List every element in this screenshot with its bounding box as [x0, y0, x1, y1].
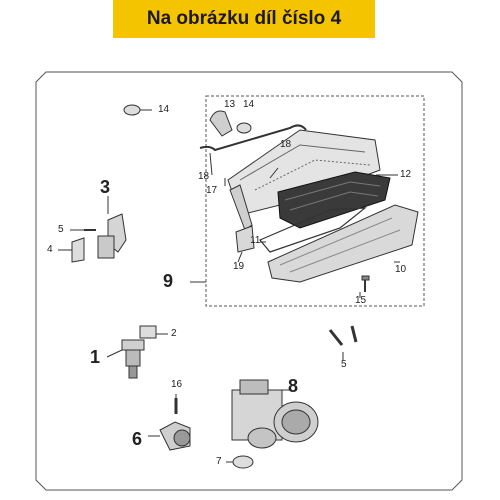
callout-2: 2: [171, 328, 177, 339]
sensor-6-icon: [159, 421, 191, 451]
clamp-14b-icon: [236, 122, 252, 134]
seal-11-icon: [259, 207, 367, 253]
callout-3: 3: [100, 177, 111, 197]
diagram-frame: [35, 71, 463, 491]
screws-5-icon: [328, 325, 358, 346]
callout-9: 9: [163, 271, 174, 291]
air-filter-icon: [277, 171, 391, 229]
callout-19: 19: [233, 261, 245, 272]
callout-6: 6: [132, 429, 143, 449]
callout-7: 7: [216, 456, 222, 467]
callout-10: 10: [395, 264, 407, 275]
callout-1: 1: [90, 347, 101, 367]
airbox-assembly-box: [205, 95, 425, 307]
callout-16: 16: [171, 379, 183, 390]
leader-lines: [58, 152, 400, 463]
bracket-4-icon: [71, 237, 85, 263]
callout-18: 18: [280, 139, 292, 150]
breather-pipe-icon: [199, 124, 307, 152]
throttle-body-8-icon: [231, 379, 319, 449]
clamp-7-icon: [232, 455, 254, 469]
injector-1-icon: [121, 339, 145, 379]
callout-5b: 5: [341, 359, 347, 370]
airbox-case-icon: [267, 204, 419, 283]
callout-15: 15: [355, 295, 367, 306]
callout-13: 13: [224, 99, 236, 110]
callout-17: 17: [206, 185, 218, 196]
callout-14a: 14: [158, 104, 170, 115]
clamp-14-icon: [123, 104, 152, 116]
callout-5a: 5: [58, 224, 64, 235]
duct-19-icon: [235, 225, 255, 253]
callout-18b: 18: [198, 171, 210, 182]
airbox-lid-icon: [227, 129, 381, 231]
callout-14b: 14: [243, 99, 255, 110]
banner-text: Na obrázku díl číslo 4: [146, 8, 342, 29]
clip-2-icon: [139, 325, 157, 339]
title-banner: Na obrázku díl číslo 4: [113, 0, 375, 38]
callout-11: 11: [250, 235, 261, 246]
bolt-15-icon: [361, 275, 370, 292]
callout-4: 4: [47, 244, 53, 255]
callout-12: 12: [400, 169, 412, 180]
sensor-3-icon: [97, 213, 127, 259]
hose-13-icon: [209, 110, 233, 137]
callout-8: 8: [288, 376, 299, 396]
